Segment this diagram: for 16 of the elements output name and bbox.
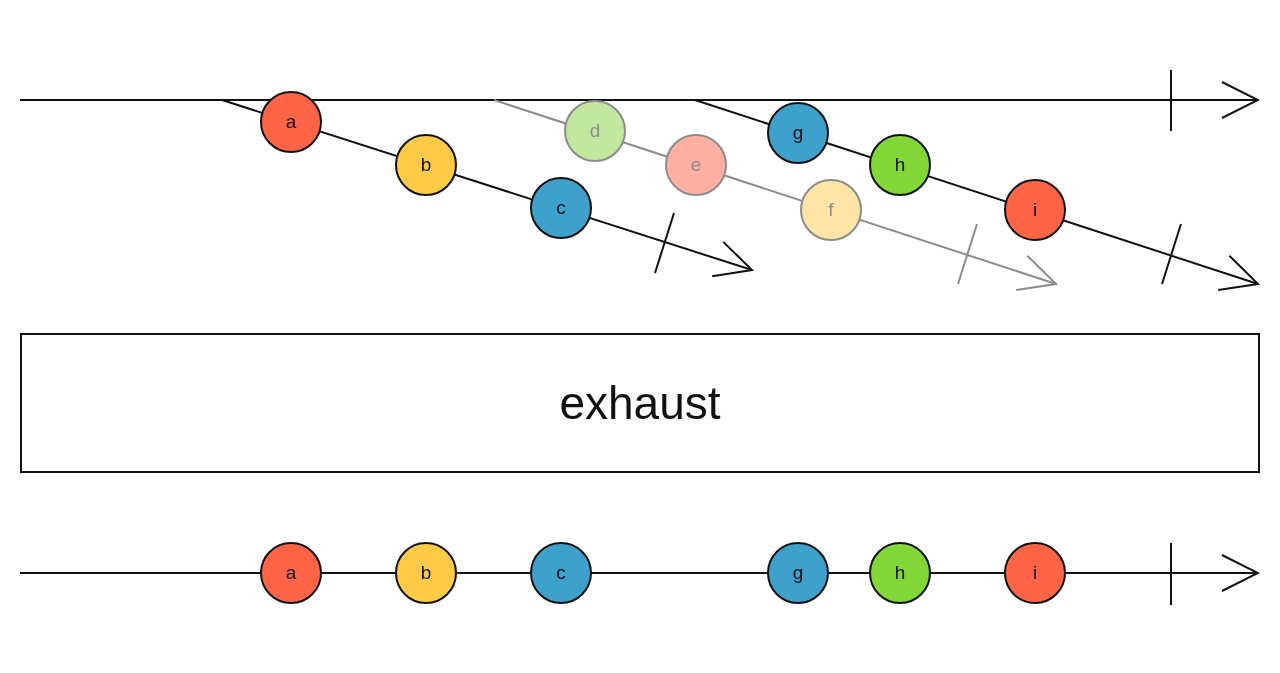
marble: h (869, 134, 931, 196)
marble: f (800, 179, 862, 241)
marble: b (395, 134, 457, 196)
operator-box: exhaust (20, 333, 1260, 473)
marble: i (1004, 179, 1066, 241)
marble: d (564, 100, 626, 162)
marble: g (767, 542, 829, 604)
marble: h (869, 542, 931, 604)
marble: i (1004, 542, 1066, 604)
marble: a (260, 91, 322, 153)
marble: b (395, 542, 457, 604)
marble: e (665, 134, 727, 196)
marble: c (530, 542, 592, 604)
marble: g (767, 102, 829, 164)
marble: c (530, 177, 592, 239)
marble: a (260, 542, 322, 604)
